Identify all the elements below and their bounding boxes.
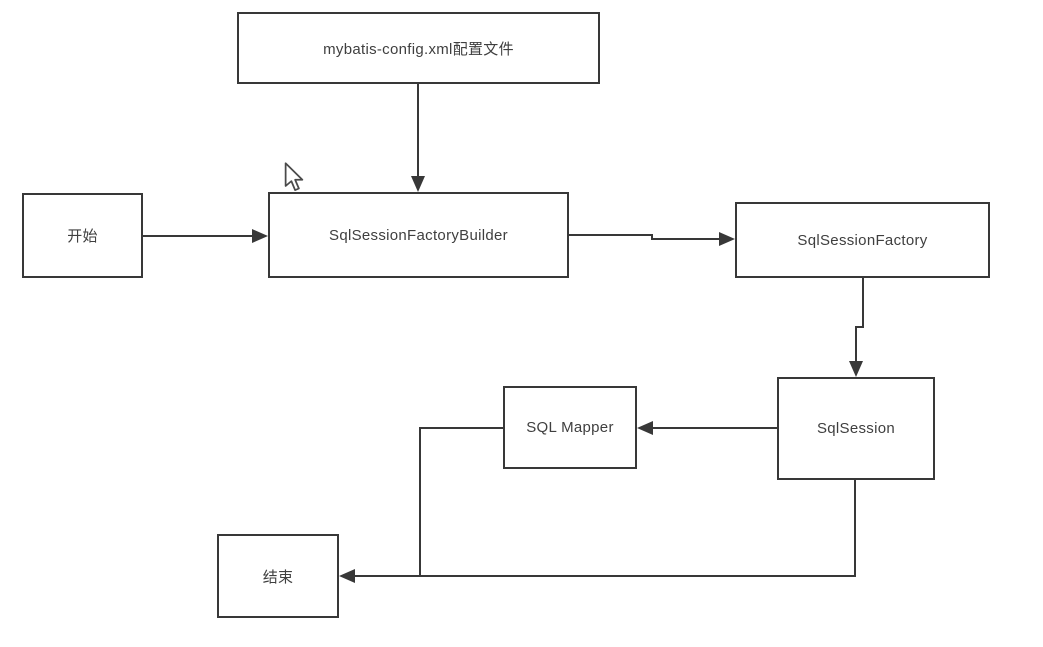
- arrowhead-start-builder: [252, 229, 268, 243]
- edge-mapper-end: [419, 427, 503, 576]
- arrowhead-session-end: [339, 569, 355, 583]
- arrowhead-session-mapper: [637, 421, 653, 435]
- node-sql-mapper: SQL Mapper: [503, 386, 637, 469]
- mouse-cursor-icon: [284, 162, 304, 191]
- node-sqlsessionfactory: SqlSessionFactory: [735, 202, 990, 278]
- node-sqlsession: SqlSession: [777, 377, 935, 480]
- arrowhead-builder-factory: [719, 232, 735, 246]
- arrowhead-factory-session: [849, 361, 863, 377]
- node-sqlsessionfactorybuilder: SqlSessionFactoryBuilder: [268, 192, 569, 278]
- node-end: 结束: [217, 534, 339, 618]
- edge-builder-factory: [569, 234, 722, 240]
- arrowhead-config-builder: [411, 176, 425, 192]
- node-mybatis-config: mybatis-config.xml配置文件: [237, 12, 600, 84]
- edge-session-end: [352, 480, 856, 577]
- edge-factory-session: [855, 278, 864, 364]
- node-start: 开始: [22, 193, 143, 278]
